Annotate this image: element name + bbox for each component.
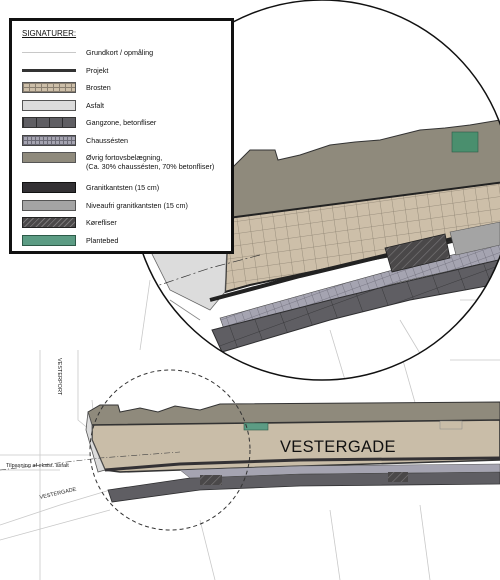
legend-swatch-asfalt: [22, 99, 76, 111]
street-plan: [0, 401, 500, 503]
legend-item-projekt: Projekt: [22, 62, 221, 80]
zoom-driveway: [384, 233, 451, 273]
legend-label: Chaussésten: [86, 135, 128, 145]
legend-label: Grundkort / opmåling: [86, 48, 154, 58]
legend-item-kore: Kørefliser: [22, 214, 221, 232]
legend-swatch-brosten: [22, 82, 76, 94]
legend-label: Øvrig fortovsbelægning, (Ca. 30% chaussé…: [86, 153, 215, 171]
legend-label: Kørefliser: [86, 218, 117, 228]
legend-item-chausse: Chaussésten: [22, 132, 221, 150]
legend-label: Brosten: [86, 83, 111, 93]
legend-swatch-ovrig: [22, 152, 76, 163]
asphalt-adjustment-note: Tilpasning af eksist. asfalt: [6, 463, 69, 469]
legend-item-plante: Plantebed: [22, 232, 221, 250]
legend-label: Plantebed: [86, 235, 119, 245]
legend-swatch-gangzone: [22, 117, 76, 129]
zoom-planting-bed: [451, 131, 479, 153]
legend-label: Granitkantsten (15 cm): [86, 183, 160, 193]
legend-label: Niveaufri granitkantsten (15 cm): [86, 200, 188, 210]
street-label-vestergade-lower: VESTERGADE: [39, 487, 77, 501]
legend-label: Gangzone, betonfliser: [86, 118, 157, 128]
sidewalk-south-chausse: [179, 463, 500, 479]
legend-label: Asfalt: [86, 100, 104, 110]
street-label-vesterport: VESTERPORT: [56, 358, 62, 396]
legend-title: SIGNATURER:: [22, 29, 77, 38]
dash-dot-centerline: [0, 451, 181, 471]
driveway-tiles: [200, 475, 222, 485]
legend-item-asfalt: Asfalt: [22, 97, 221, 115]
driveway-tiles-2: [388, 472, 408, 482]
legend-swatch-thick-line: [22, 68, 76, 72]
granite-curb-south: [104, 456, 500, 472]
legend-swatch-granit: [22, 182, 76, 194]
zoom-gangzone: [211, 254, 500, 353]
sidewalk-south: [107, 471, 500, 503]
legend-label: Projekt: [86, 65, 109, 75]
legend-swatch-thin-line: [22, 52, 76, 54]
legend-item-brosten: Brosten: [22, 79, 221, 97]
planting-bed: [243, 422, 269, 431]
detail-marker-circle: [89, 369, 251, 531]
legend-item-grundkort: Grundkort / opmåling: [22, 44, 221, 62]
legend-item-ovrig: Øvrig fortovsbelægning, (Ca. 30% chaussé…: [22, 149, 221, 175]
legend-swatch-niveau: [22, 199, 76, 211]
street-label-vestergade: VESTERGADE: [280, 438, 396, 456]
legend-item-gangzone: Gangzone, betonfliser: [22, 114, 221, 132]
legend-item-granit: Granitkantsten (15 cm): [22, 179, 221, 197]
sidewalk-north: [87, 401, 500, 426]
legend-swatch-chausse: [22, 134, 76, 146]
legend-swatch-plante: [22, 234, 76, 246]
legend-panel: SIGNATURER: Grundkort / opmåling Projekt…: [9, 18, 234, 254]
legend-swatch-kore: [22, 217, 76, 229]
legend-item-niveau: Niveaufri granitkantsten (15 cm): [22, 197, 221, 215]
level-curb-patch: [439, 420, 463, 430]
zoom-niveau: [449, 221, 500, 256]
